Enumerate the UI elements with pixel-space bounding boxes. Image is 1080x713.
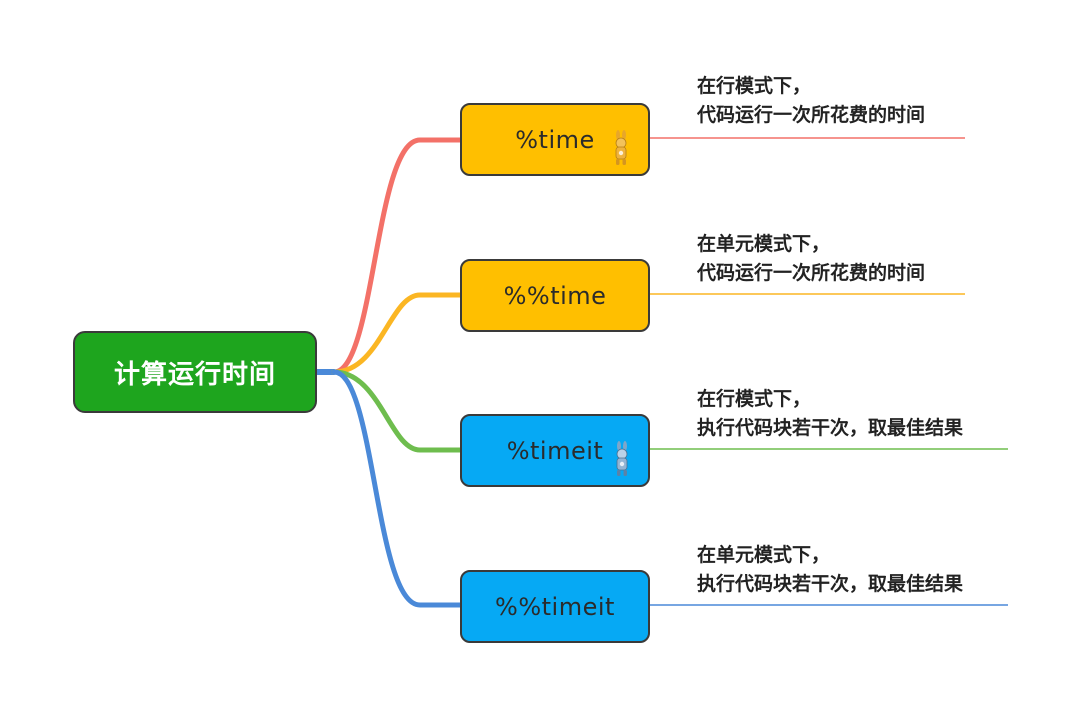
description-cell-time-line-2: 代码运行一次所花费的时间 (697, 262, 926, 284)
description-timeit: 在行模式下， 执行代码块若干次，取最佳结果 (697, 385, 963, 443)
branch-curve-time (331, 137, 463, 375)
blue-rabbit-figure-icon (616, 441, 628, 476)
node-time-label: %time (515, 125, 595, 154)
yellow-rabbit-figure-icon (615, 130, 627, 165)
description-time-line-1: 在行模式下， (697, 75, 812, 97)
description-time-line-2: 代码运行一次所花费的时间 (697, 104, 926, 126)
description-cell-time-line-1: 在单元模式下， (697, 233, 831, 255)
description-cell-timeit: 在单元模式下， 执行代码块若干次，取最佳结果 (697, 541, 963, 599)
node-cell-time-label: %%time (503, 281, 607, 310)
node-cell-time[interactable]: %%time (460, 259, 650, 332)
node-cell-timeit[interactable]: %%timeit (460, 570, 650, 643)
root-node-label: 计算运行时间 (113, 359, 276, 390)
node-cell-timeit-label: %%timeit (495, 592, 615, 621)
branch-curve-cell-time (331, 292, 463, 375)
description-time: 在行模式下， 代码运行一次所花费的时间 (697, 72, 925, 130)
root-node[interactable]: 计算运行时间 (73, 331, 317, 413)
description-cell-time: 在单元模式下， 代码运行一次所花费的时间 (697, 230, 925, 288)
description-cell-timeit-line-1: 在单元模式下， (697, 544, 831, 566)
description-cell-timeit-line-2: 执行代码块若干次，取最佳结果 (697, 573, 964, 595)
description-timeit-line-1: 在行模式下， (697, 388, 812, 410)
description-timeit-line-2: 执行代码块若干次，取最佳结果 (697, 417, 964, 439)
branch-curve-timeit (331, 369, 463, 453)
branch-curve-cell-timeit (331, 369, 463, 608)
node-timeit-label: %timeit (506, 436, 604, 465)
